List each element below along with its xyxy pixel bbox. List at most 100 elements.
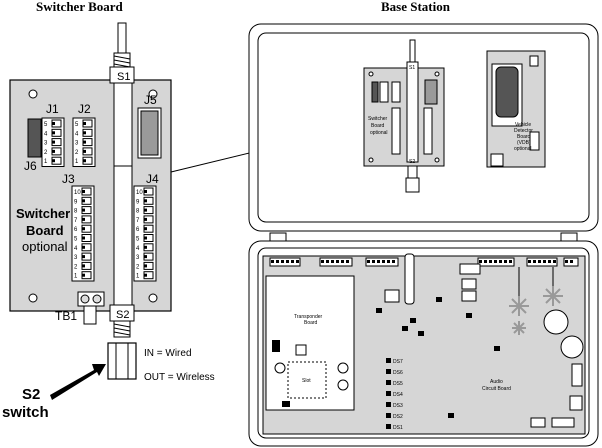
base-station: S1 S2 Switcher Board optional Vehicle De… — [248, 23, 599, 447]
edge-connector-pin — [326, 260, 329, 263]
transponder-slot-label: Slot — [302, 378, 311, 384]
base-jumper-5 — [402, 326, 408, 331]
ds-led — [386, 391, 391, 396]
base-jumper-6 — [418, 331, 424, 336]
j2-pin-contact — [83, 140, 86, 144]
mini-j6 — [371, 81, 379, 103]
j3-pin-number: 1 — [74, 274, 78, 280]
ds-led — [386, 369, 391, 374]
j2-pin-number: 2 — [75, 150, 79, 156]
j4-pin-contact — [144, 236, 147, 240]
base-j9-block — [569, 395, 583, 411]
mini-hole-4 — [434, 157, 440, 163]
base-comp-c — [384, 289, 400, 303]
j3-pin-contact — [82, 217, 85, 221]
j4-pin-contact — [144, 208, 147, 212]
switch-label-line1: S2 — [22, 386, 40, 403]
j3-pin-number: 10 — [74, 190, 81, 196]
audio-board-text-1: Audio — [490, 379, 503, 385]
mount-hole-bl — [28, 293, 38, 303]
ds-led-label: DS7 — [393, 359, 403, 365]
edge-connector-pin — [548, 260, 551, 263]
cable-channel — [113, 82, 133, 306]
mini-j1 — [379, 81, 389, 103]
ds-led — [386, 380, 391, 385]
edge-connector-pin — [281, 260, 284, 263]
edge-connector-pin — [387, 260, 390, 263]
edge-connector-pin — [570, 260, 573, 263]
edge-connector-pin — [372, 260, 375, 263]
j2-pin-number: 4 — [75, 131, 79, 137]
mini-s2-switch — [405, 177, 420, 193]
edge-connector-pin — [341, 260, 344, 263]
edge-connector-pin — [494, 260, 497, 263]
j1-pin-contact — [52, 131, 55, 135]
j3-pin-number: 5 — [74, 237, 78, 243]
j3-pin-contact — [82, 227, 85, 231]
top-connectors — [269, 257, 579, 267]
edge-connector-pin — [533, 260, 536, 263]
ds-led — [386, 413, 391, 418]
tb1-label: TB1 — [55, 309, 77, 323]
led-star-1 — [509, 296, 529, 316]
transponder-display — [272, 340, 280, 352]
mini-s1-label: S1 — [409, 65, 415, 71]
s2-switch-body — [107, 342, 137, 380]
j4-pin-contact — [144, 217, 147, 221]
j1-label: J1 — [46, 102, 59, 116]
j4-pin-number: 5 — [136, 237, 140, 243]
edge-connector-pin — [489, 260, 492, 263]
tb1-screw-2 — [92, 294, 102, 304]
j4-pin-number: 2 — [136, 264, 140, 270]
edge-connector-pin — [286, 260, 289, 263]
j3-pin-contact — [82, 245, 85, 249]
edge-connector-pin — [296, 260, 299, 263]
j3-pin-number: 3 — [74, 255, 78, 261]
vdb-terminal — [529, 131, 540, 151]
j4-pin-number: 8 — [136, 209, 140, 215]
j3-pin-contact — [82, 199, 85, 203]
vdb-text-1: Vehicle — [515, 122, 531, 128]
base-s2-block — [551, 417, 575, 428]
j3-pin-number: 6 — [74, 227, 78, 233]
vdb-text-2: Detector — [514, 128, 533, 134]
j3-pin-number: 4 — [74, 246, 78, 252]
transponder-text-1: Transponder — [294, 314, 322, 320]
edge-connector-pin — [504, 260, 507, 263]
edge-connector-pin — [543, 260, 546, 263]
mini-cable-channel — [406, 61, 419, 163]
edge-connector-pin — [509, 260, 512, 263]
j4-pin-number: 1 — [136, 274, 140, 280]
j1-pin-number: 3 — [44, 141, 48, 147]
edge-connector-pin — [538, 260, 541, 263]
vdb-connector — [529, 55, 539, 67]
mini-switcher-text-1: Switcher — [368, 116, 388, 122]
ds-led-label: DS4 — [393, 392, 403, 398]
j4-pin-contact — [144, 245, 147, 249]
vdb-relay — [495, 66, 519, 118]
base-jumper-1 — [436, 297, 442, 302]
mini-j5 — [424, 79, 438, 105]
j4-label: J4 — [146, 172, 159, 186]
j1-pin-number: 4 — [44, 131, 48, 137]
transponder-chip — [295, 344, 307, 356]
legend-out: OUT = Wireless — [144, 372, 215, 383]
transponder-screw-2 — [337, 362, 349, 374]
base-station-title: Base Station — [381, 0, 451, 14]
mini-s2-label: S2 — [409, 159, 415, 165]
j2-pin-number: 5 — [75, 122, 79, 128]
led-star-3 — [512, 321, 526, 335]
j4-pin-contact — [144, 199, 147, 203]
j2-pin-contact — [83, 149, 86, 153]
s1-label: S1 — [117, 71, 130, 83]
j4-pin-number: 7 — [136, 218, 140, 224]
j1-pin-contact — [52, 149, 55, 153]
vdb-text-3: Board — [517, 134, 531, 140]
transponder-screw-1 — [274, 362, 286, 374]
mini-spring — [407, 165, 418, 179]
j3-pin-number: 8 — [74, 209, 78, 215]
